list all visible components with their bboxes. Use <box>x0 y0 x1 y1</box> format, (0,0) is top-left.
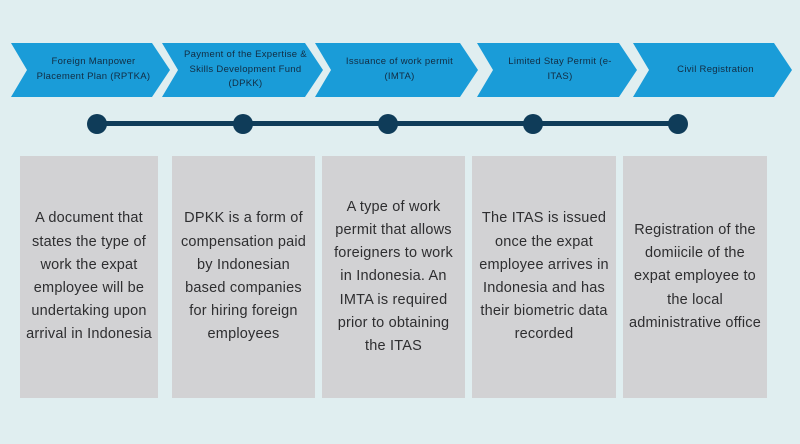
process-step-label: Limited Stay Permit (e-ITAS) <box>508 56 612 82</box>
step-description-text: DPKK is a form of compensation paid by I… <box>180 210 307 343</box>
step-description-box-eitas: The ITAS is issued once the expat employ… <box>472 156 616 398</box>
process-step-label: Civil Registration <box>677 63 754 75</box>
step-description-text: Registration of the domiicile of the exp… <box>628 222 762 331</box>
timeline-dot-3 <box>378 114 398 134</box>
process-step-label: Payment of the Expertise & Skills Develo… <box>184 48 307 90</box>
process-step-label: Issuance of work permit (IMTA) <box>345 56 454 82</box>
process-step-arrow-rptka: Foreign Manpower Placement Plan (RPTKA) <box>11 43 170 97</box>
step-description-box-imta: A type of work permit that allows foreig… <box>322 156 465 398</box>
step-description-box-rptka: A document that states the type of work … <box>20 156 158 398</box>
process-step-arrow-dpkk: Payment of the Expertise & Skills Develo… <box>162 43 323 97</box>
timeline-dot-1 <box>87 114 107 134</box>
step-description-text: The ITAS is issued once the expat employ… <box>479 210 609 343</box>
process-step-arrow-civil-registration: Civil Registration <box>633 43 792 97</box>
step-description-text: A type of work permit that allows foreig… <box>334 198 453 354</box>
process-step-label: Foreign Manpower Placement Plan (RPTKA) <box>36 56 151 82</box>
timeline-dot-5 <box>668 114 688 134</box>
step-description-box-dpkk: DPKK is a form of compensation paid by I… <box>172 156 315 398</box>
process-step-arrow-eitas: Limited Stay Permit (e-ITAS) <box>477 43 637 97</box>
step-description-box-civil-registration: Registration of the domiicile of the exp… <box>623 156 767 398</box>
timeline-dot-2 <box>233 114 253 134</box>
process-step-arrow-imta: Issuance of work permit (IMTA) <box>315 43 478 97</box>
timeline-dot-4 <box>523 114 543 134</box>
step-description-text: A document that states the type of work … <box>26 210 152 343</box>
